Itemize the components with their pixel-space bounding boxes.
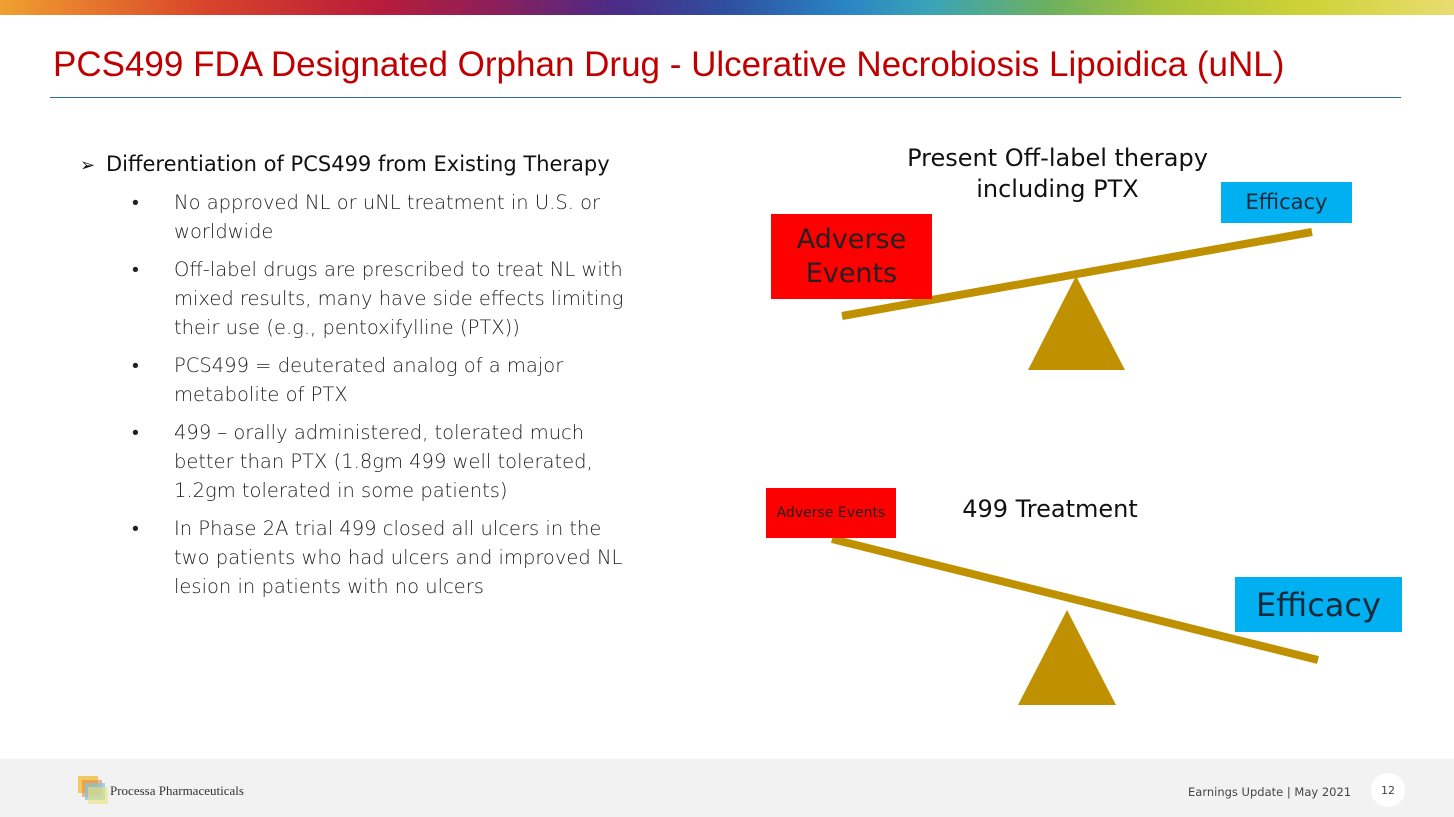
- bullet-dot-icon: •: [132, 191, 139, 214]
- footer-bar: [0, 759, 1454, 817]
- processa-logo-icon: [78, 776, 108, 804]
- 499-scale-beam: [831, 535, 1319, 664]
- bullet-text: 499 – orally administered, tolerated muc…: [174, 421, 593, 502]
- title-underline: [50, 97, 1401, 98]
- 499-efficacy-box: Efficacy: [1235, 577, 1402, 632]
- bullet-item: • Off-label drugs are prescribed to treat…: [130, 255, 640, 342]
- 499-treatment-caption: 499 Treatment: [962, 495, 1138, 523]
- bullet-dot-icon: •: [132, 354, 139, 377]
- present-scale-fulcrum: [1028, 276, 1125, 370]
- present-efficacy-box: Efficacy: [1221, 182, 1352, 223]
- 499-scale-fulcrum: [1018, 610, 1116, 705]
- 499-adverse-events-box: Adverse Events: [766, 488, 896, 538]
- present-adverse-events-box: Adverse Events: [771, 214, 932, 299]
- bullet-item: • No approved NL or uNL treatment in U.S.…: [130, 188, 640, 246]
- present-scale-beam: [841, 228, 1313, 320]
- top-color-band: [0, 0, 1454, 15]
- bullet-list: • No approved NL or uNL treatment in U.S.…: [130, 188, 640, 610]
- section-heading: ➢ Differentiation of PCS499 from Existing…: [80, 152, 610, 176]
- balance-scales-graphic: [831, 228, 1319, 705]
- bullet-item: • In Phase 2A trial 499 closed all ulcers…: [130, 514, 640, 601]
- bullet-text: PCS499 = deuterated analog of a major me…: [174, 354, 564, 406]
- bullet-text: In Phase 2A trial 499 closed all ulcers …: [174, 517, 623, 598]
- page-number: 12: [1371, 773, 1405, 807]
- bullet-item: • 499 – orally administered, tolerated mu…: [130, 418, 640, 505]
- bullet-text: Off-label drugs are prescribed to treat …: [174, 258, 624, 339]
- bullet-dot-icon: •: [132, 517, 139, 540]
- footer-event-label: Earnings Update | May 2021: [1188, 785, 1352, 799]
- section-heading-text: Differentiation of PCS499 from Existing …: [106, 152, 610, 176]
- present-therapy-caption: Present Off-label therapy including PTX: [907, 144, 1208, 203]
- bullet-dot-icon: •: [132, 258, 139, 281]
- bullet-text: No approved NL or uNL treatment in U.S. …: [174, 191, 601, 243]
- arrow-bullet-icon: ➢: [80, 155, 96, 176]
- bullet-item: • PCS499 = deuterated analog of a major m…: [130, 351, 640, 409]
- slide-title: PCS499 FDA Designated Orphan Drug - Ulce…: [53, 45, 1285, 84]
- company-name: Processa Pharmaceuticals: [110, 783, 244, 798]
- bullet-dot-icon: •: [132, 421, 139, 444]
